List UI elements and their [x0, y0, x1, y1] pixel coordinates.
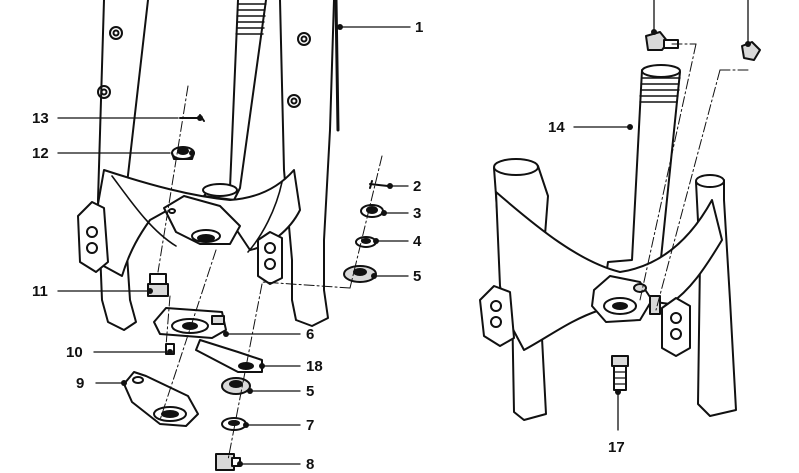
callout-6: 6 [306, 326, 314, 343]
steerer-tube [203, 0, 267, 201]
leg-holes [97, 26, 311, 108]
crown-plate [163, 195, 241, 245]
part-9-lower-plate [123, 371, 199, 427]
callout-3: 3 [413, 205, 421, 222]
part-5-rubber-lower [221, 377, 251, 395]
callout-4: 4 [413, 233, 422, 250]
callout-7: 7 [306, 417, 314, 434]
callout-14: 14 [548, 119, 565, 136]
right-crown-lug-left [479, 285, 515, 347]
part-top-nut-fitting [741, 41, 761, 61]
right-steerer-thread [639, 77, 681, 103]
left-fork-assembly [77, 0, 389, 471]
leader-lines [57, 0, 749, 465]
part-17-stud [611, 355, 629, 391]
part-5-rubber-upper [343, 265, 377, 283]
fork-crown [91, 169, 301, 277]
right-fork-crown [495, 191, 723, 351]
callout-11: 11 [32, 283, 48, 300]
callout-5-upper: 5 [413, 268, 421, 285]
callout-labels: 1 13 12 2 3 4 5 11 6 10 18 9 5 7 8 14 17 [32, 19, 625, 473]
callout-1: 1 [415, 19, 423, 36]
steerer-thread [235, 3, 267, 35]
part-12-castle-nut [171, 146, 195, 160]
callout-18: 18 [306, 358, 323, 375]
part-6-damper-plate [153, 307, 227, 339]
callout-5-lower: 5 [306, 383, 314, 400]
part-3-nut [360, 204, 384, 218]
callout-17: 17 [608, 439, 625, 456]
right-fork-assembly [479, 31, 761, 421]
assembly-axis-lines [157, 85, 383, 461]
right-mounted-damper [591, 275, 661, 323]
part-8-bolt [215, 453, 241, 471]
part-top-bolt-fitting [645, 31, 679, 51]
leader-dots [121, 24, 751, 467]
part-4-washer [355, 236, 377, 248]
callout-9: 9 [76, 375, 84, 392]
right-assembly-axis-lines [639, 43, 749, 311]
left-fork-leg-left [97, 0, 149, 331]
callout-13: 13 [32, 110, 49, 127]
callout-2: 2 [413, 178, 421, 195]
callout-8: 8 [306, 456, 314, 473]
right-crown-lug-right [661, 297, 691, 357]
part-2-pin [369, 180, 389, 189]
callout-12: 12 [32, 145, 49, 162]
left-fork-leg-right [279, 0, 335, 327]
callout-10: 10 [66, 344, 83, 361]
